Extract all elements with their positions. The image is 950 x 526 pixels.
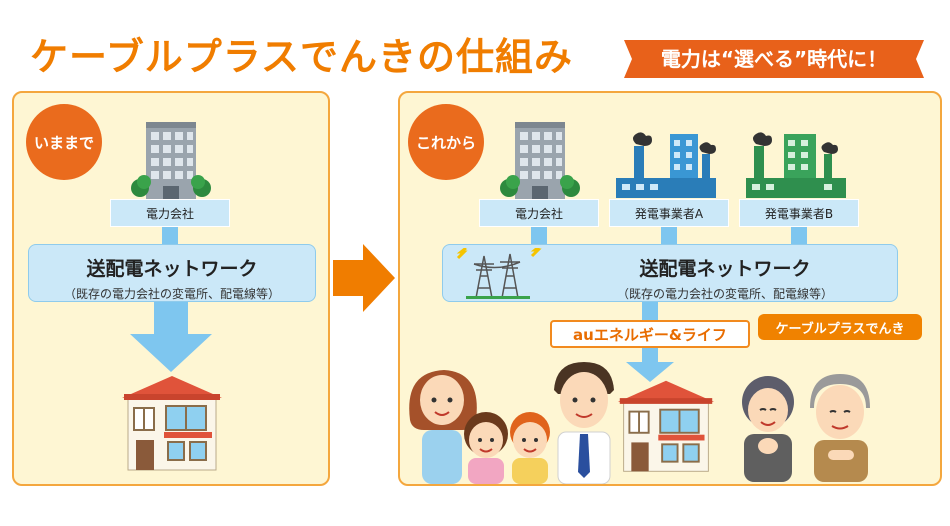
supplier-b-label: 発電事業者B [739,199,859,227]
family-illustration-icon [409,362,614,484]
supplier-b-connector [791,227,807,244]
after-badge: これから [408,104,484,180]
before-house-icon [122,376,222,471]
page-title: ケーブルプラスでんきの仕組み [30,35,573,79]
after-network-box: 送配電ネットワーク （既存の電力会社の変電所、配電線等） [442,244,898,302]
before-company-label: 電力会社 [110,199,230,227]
supplier-a-factory-icon [616,132,716,198]
cable-plus-denki-tag: ケーブルプラスでんき [758,314,922,340]
power-pylon-icon [456,248,542,299]
after-network-title: 送配電ネットワーク [639,258,811,280]
before-network-box: 送配電ネットワーク （既存の電力会社の変電所、配電線等） [28,244,316,302]
after-company-connector [531,227,547,244]
network-to-retailer-connector [642,302,658,320]
before-badge: いままで [26,104,102,180]
tagline-banner: 電力は“選べる”時代に！ [624,40,924,78]
banner-ribbon-icon [624,40,924,78]
before-network-subtitle: （既存の電力会社の変電所、配電線等） [63,287,280,301]
after-power-company-building-icon [500,122,580,200]
supplier-b-factory-icon [746,132,846,198]
before-network-title: 送配電ネットワーク [86,258,258,280]
power-company-building-icon [131,122,211,200]
supplier-a-connector [661,227,677,244]
transition-arrow-icon [333,244,395,312]
before-company-connector [162,227,178,244]
after-house-icon [617,380,715,472]
tagline-text: 電力は“選べる”時代に！ [660,47,888,71]
supplier-a-label: 発電事業者A [609,199,729,227]
grandparents-illustration-icon [742,374,870,482]
retailer-box: auエネルギー&ライフ [550,320,750,348]
after-down-arrow-icon [626,348,674,382]
after-network-subtitle: （既存の電力会社の変電所、配電線等） [616,287,833,301]
before-down-arrow-icon [130,302,212,372]
after-company-label: 電力会社 [479,199,599,227]
